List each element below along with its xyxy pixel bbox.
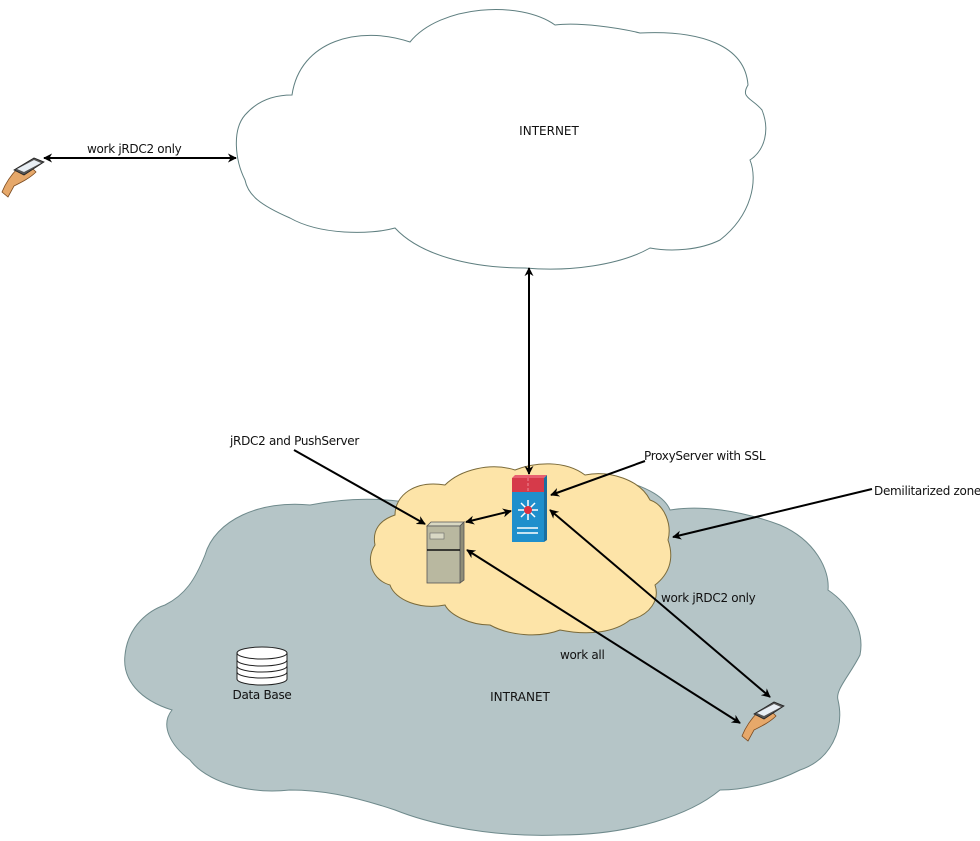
internal-proxy-link-label: work jRDC2 only (661, 591, 756, 605)
proxy-label: ProxyServer with SSL (644, 449, 766, 463)
app-server-label: jRDC2 and PushServer (229, 434, 359, 448)
server-proxy-arrow (465, 508, 512, 525)
app-server-icon (426, 521, 465, 584)
external-device-icon (1, 157, 45, 198)
proxy-pointer (550, 460, 646, 497)
database-icon (236, 646, 288, 686)
proxy-server-icon (512, 475, 547, 542)
app-server-pointer (293, 449, 426, 525)
internal-device-icon (741, 701, 785, 742)
dmz-label: Demilitarized zone (874, 484, 980, 498)
internal-server-link-label: work all (560, 648, 604, 662)
internet-cloud (235, 9, 767, 270)
database-label: Data Base (233, 688, 292, 702)
external-link-label: work jRDC2 only (87, 142, 182, 156)
intranet-label: INTRANET (490, 690, 550, 704)
internet-label: INTERNET (519, 124, 579, 138)
server-device-arrow (466, 549, 741, 724)
